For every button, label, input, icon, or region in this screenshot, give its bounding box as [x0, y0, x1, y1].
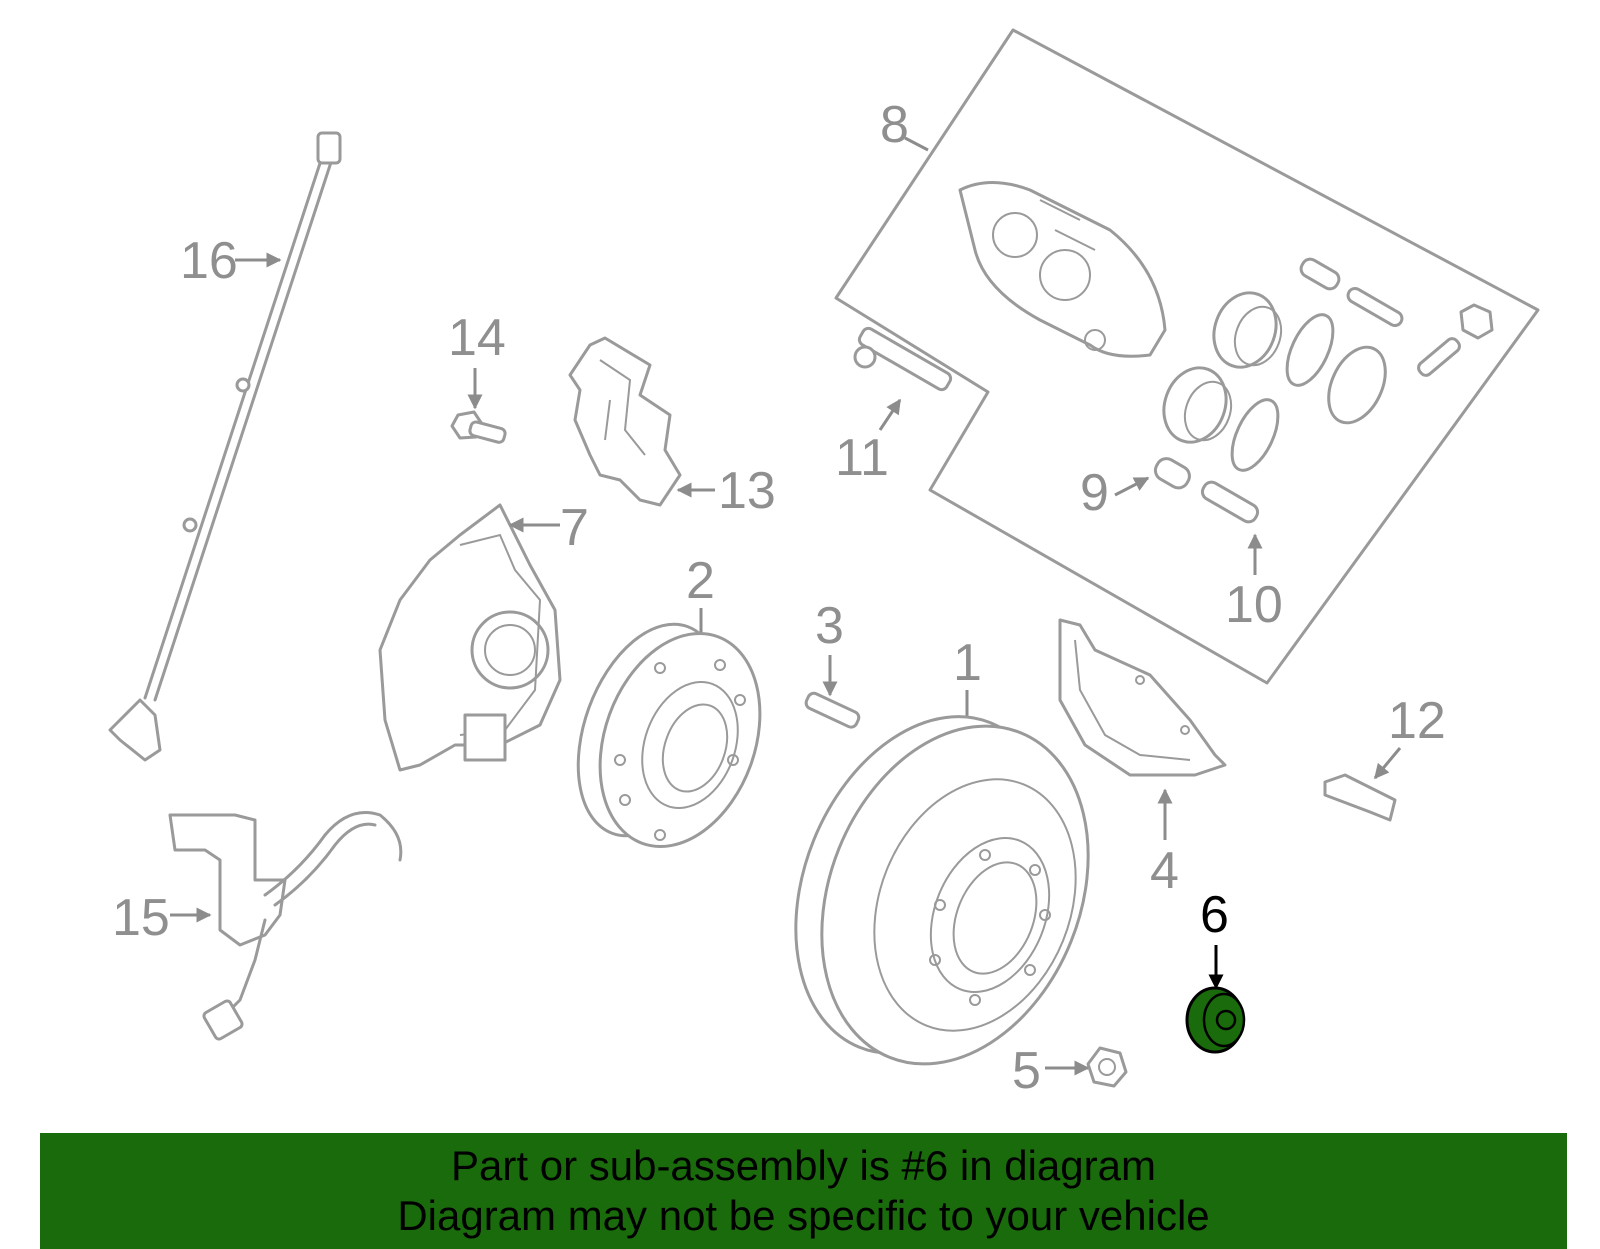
info-banner: Part or sub-assembly is #6 in diagram Di…	[40, 1133, 1567, 1249]
part-9-bushing[interactable]	[1152, 455, 1193, 492]
part-6-flange-nut-highlighted[interactable]	[1185, 986, 1246, 1054]
callout-14: 14	[448, 309, 506, 367]
callout-10: 10	[1225, 576, 1283, 634]
part-7-splash-shield[interactable]	[378, 503, 562, 772]
callout-11: 11	[835, 429, 889, 487]
callout-6: 6	[1200, 886, 1229, 944]
part-12-clip[interactable]	[1323, 773, 1397, 822]
part-3-stud[interactable]	[804, 691, 861, 729]
callout-9: 9	[1080, 464, 1109, 522]
callout-4: 4	[1150, 842, 1179, 900]
callout-16: 16	[180, 232, 238, 290]
callout-15: 15	[112, 889, 170, 947]
part-16-abs-sensor-wire[interactable]	[108, 131, 342, 762]
callout-13: 13	[718, 462, 776, 520]
banner-line-disclaimer: Diagram may not be specific to your vehi…	[397, 1192, 1210, 1239]
callout-2: 2	[686, 552, 715, 610]
parts-diagram: 8 11 9 10 16 14 13	[108, 28, 1540, 1104]
part-4-brake-pad[interactable]	[1058, 618, 1227, 777]
part-11-guide-bolt[interactable]	[853, 326, 953, 392]
part-10-slide-pin[interactable]	[1200, 479, 1261, 525]
part-15-brake-hose[interactable]	[168, 811, 403, 1041]
callout-5: 5	[1012, 1042, 1041, 1100]
part-5-nut[interactable]	[1086, 1046, 1128, 1088]
part-14-bolt[interactable]	[450, 410, 507, 444]
callout-8: 8	[880, 96, 909, 154]
callout-1: 1	[953, 634, 982, 692]
callout-3: 3	[815, 597, 844, 655]
part-1-rotor[interactable]	[748, 678, 1136, 1104]
part-13-caliper-bracket[interactable]	[568, 336, 682, 507]
part-2-hub[interactable]	[551, 604, 788, 869]
callout-7: 7	[560, 499, 589, 557]
callout-12: 12	[1388, 692, 1446, 750]
caliper-kit-group[interactable]	[834, 28, 1540, 685]
banner-line-part: Part or sub-assembly is #6 in diagram	[451, 1142, 1156, 1189]
